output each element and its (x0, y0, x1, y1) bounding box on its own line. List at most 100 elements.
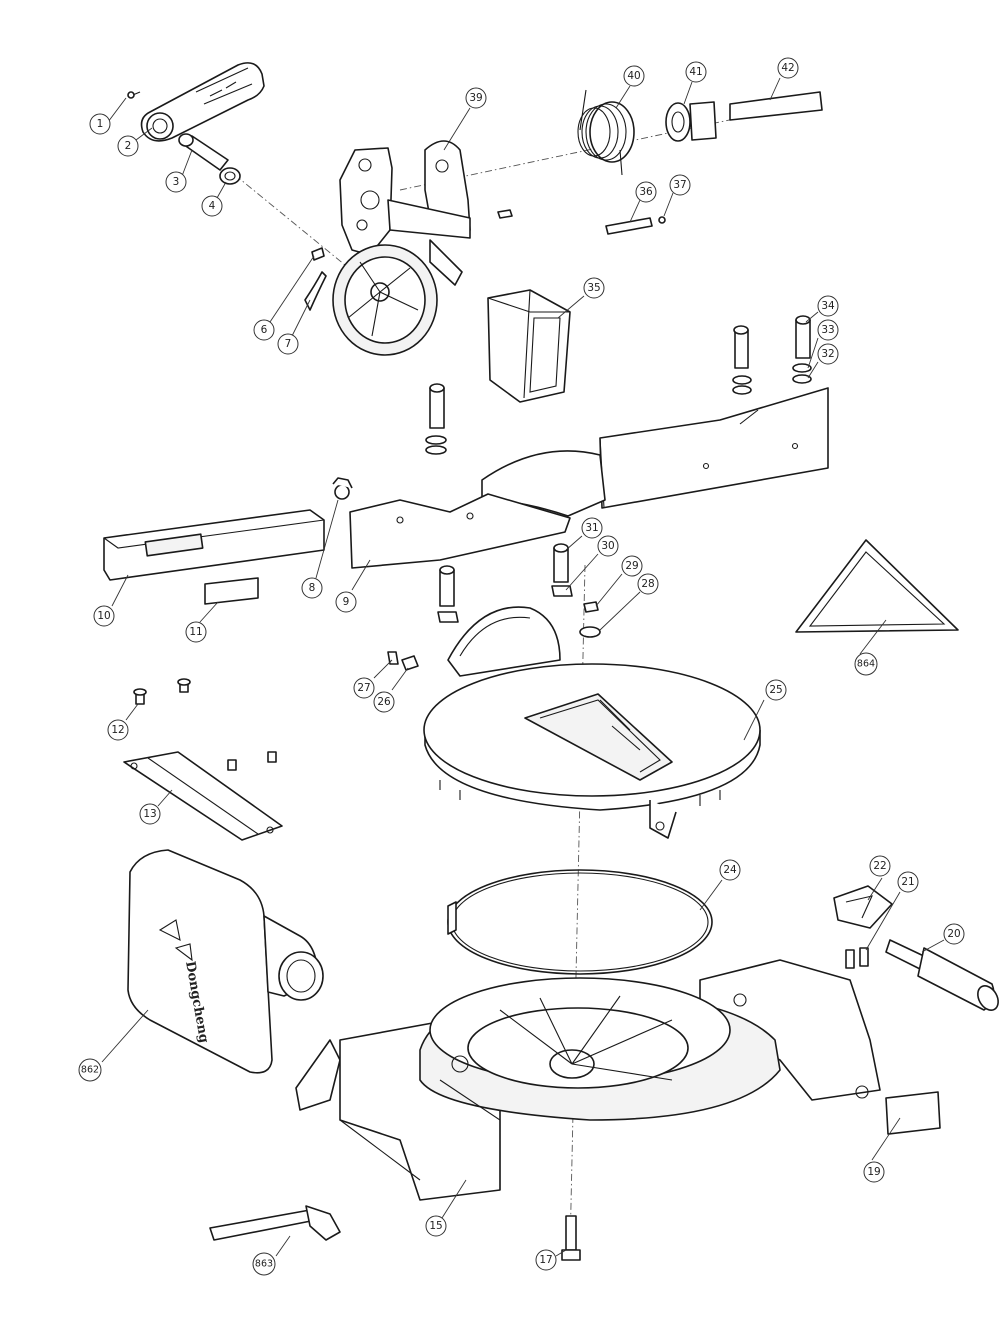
callout-41: 41 (685, 61, 707, 83)
svg-text:4: 4 (209, 200, 216, 212)
svg-text:28: 28 (641, 578, 654, 590)
label-plate (204, 577, 259, 605)
svg-text:20: 20 (947, 928, 960, 940)
svg-text:1: 1 (97, 118, 104, 130)
svg-text:25: 25 (769, 684, 782, 696)
callout-9: 9 (335, 591, 357, 613)
spring-bearing-pin (577, 89, 823, 176)
sub-fence (103, 509, 325, 581)
svg-text:8: 8 (309, 582, 316, 594)
pivot-bolt (561, 1215, 581, 1261)
svg-text:22: 22 (873, 860, 886, 872)
svg-text:864: 864 (857, 659, 875, 670)
turntable (423, 663, 761, 839)
callout-30: 30 (597, 535, 619, 557)
svg-text:21: 21 (901, 876, 914, 888)
small-pin (497, 209, 666, 235)
callout-39: 39 (465, 87, 487, 109)
svg-text:37: 37 (673, 179, 686, 191)
clip-and-screws (833, 885, 893, 969)
svg-text:3: 3 (173, 176, 180, 188)
callout-13: 13 (139, 803, 161, 825)
callout-34: 34 (817, 295, 839, 317)
callout-36: 36 (635, 181, 657, 203)
lower-guard (447, 606, 561, 677)
svg-text:32: 32 (821, 348, 834, 360)
bolts-washers-right (732, 315, 812, 395)
lock-handle (885, 939, 999, 1011)
callout-11: 11 (185, 621, 207, 643)
callout-3: 3 (165, 171, 187, 193)
callout-1: 1 (89, 113, 111, 135)
callout-24: 24 (719, 859, 741, 881)
callout-32: 32 (817, 343, 839, 365)
svg-text:30: 30 (601, 540, 614, 552)
svg-text:33: 33 (821, 324, 834, 336)
dust-bag: Dongcheng (127, 849, 324, 1074)
svg-text:36: 36 (639, 186, 653, 198)
arm-housing (332, 140, 471, 356)
callout-17: 17 (535, 1249, 557, 1271)
svg-text:27: 27 (357, 682, 370, 694)
svg-text:863: 863 (255, 1259, 273, 1270)
callout-863: 863 (252, 1252, 276, 1276)
svg-text:11: 11 (189, 626, 202, 638)
svg-text:13: 13 (143, 808, 156, 820)
callout-2: 2 (117, 135, 139, 157)
svg-text:10: 10 (97, 610, 110, 622)
svg-text:29: 29 (625, 560, 638, 572)
svg-text:19: 19 (867, 1166, 880, 1178)
callout-8: 8 (301, 577, 323, 599)
callout-37: 37 (669, 174, 691, 196)
fence-left (349, 450, 606, 569)
warning-label (885, 1091, 941, 1135)
callout-19: 19 (863, 1161, 885, 1183)
table-bolts (437, 543, 601, 638)
callout-15: 15 (425, 1215, 447, 1237)
callout-7: 7 (277, 333, 299, 355)
scale-ring (447, 869, 713, 975)
callout-10: 10 (93, 605, 115, 627)
svg-text:862: 862 (81, 1065, 99, 1076)
callout-21: 21 (897, 871, 919, 893)
svg-text:12: 12 (111, 724, 124, 736)
leader-lines (101, 77, 945, 1257)
triangle-square (795, 539, 959, 633)
shaft-washer (178, 133, 241, 185)
callout-20: 20 (943, 923, 965, 945)
callout-4: 4 (201, 195, 223, 217)
bolt-washer-left (425, 383, 447, 455)
clamp-knob (332, 477, 353, 500)
callout-35: 35 (583, 277, 605, 299)
svg-text:42: 42 (781, 62, 794, 74)
callout-33: 33 (817, 319, 839, 341)
callout-31: 31 (581, 517, 603, 539)
svg-text:35: 35 (587, 282, 600, 294)
svg-text:41: 41 (689, 66, 702, 78)
svg-text:39: 39 (469, 92, 482, 104)
callout-26: 26 (373, 691, 395, 713)
svg-text:6: 6 (261, 324, 268, 336)
handle-lever (127, 62, 265, 142)
svg-text:26: 26 (377, 696, 391, 708)
hex-wrench (209, 1205, 341, 1241)
svg-text:34: 34 (821, 300, 835, 312)
fence-right (599, 387, 829, 509)
svg-text:17: 17 (539, 1254, 552, 1266)
callout-12: 12 (107, 719, 129, 741)
small-screws-12 (133, 678, 277, 771)
svg-text:31: 31 (585, 522, 598, 534)
callout-27: 27 (353, 677, 375, 699)
svg-text:15: 15 (429, 1220, 442, 1232)
callout-29: 29 (621, 555, 643, 577)
saw-base (295, 959, 881, 1201)
small-screws-26-27 (387, 651, 419, 671)
svg-text:2: 2 (125, 140, 132, 152)
svg-text:40: 40 (627, 70, 640, 82)
screw-and-guard-strip (304, 247, 327, 311)
callout-862: 862 (78, 1058, 102, 1082)
callout-864: 864 (854, 652, 878, 676)
chip-chute (487, 289, 571, 403)
